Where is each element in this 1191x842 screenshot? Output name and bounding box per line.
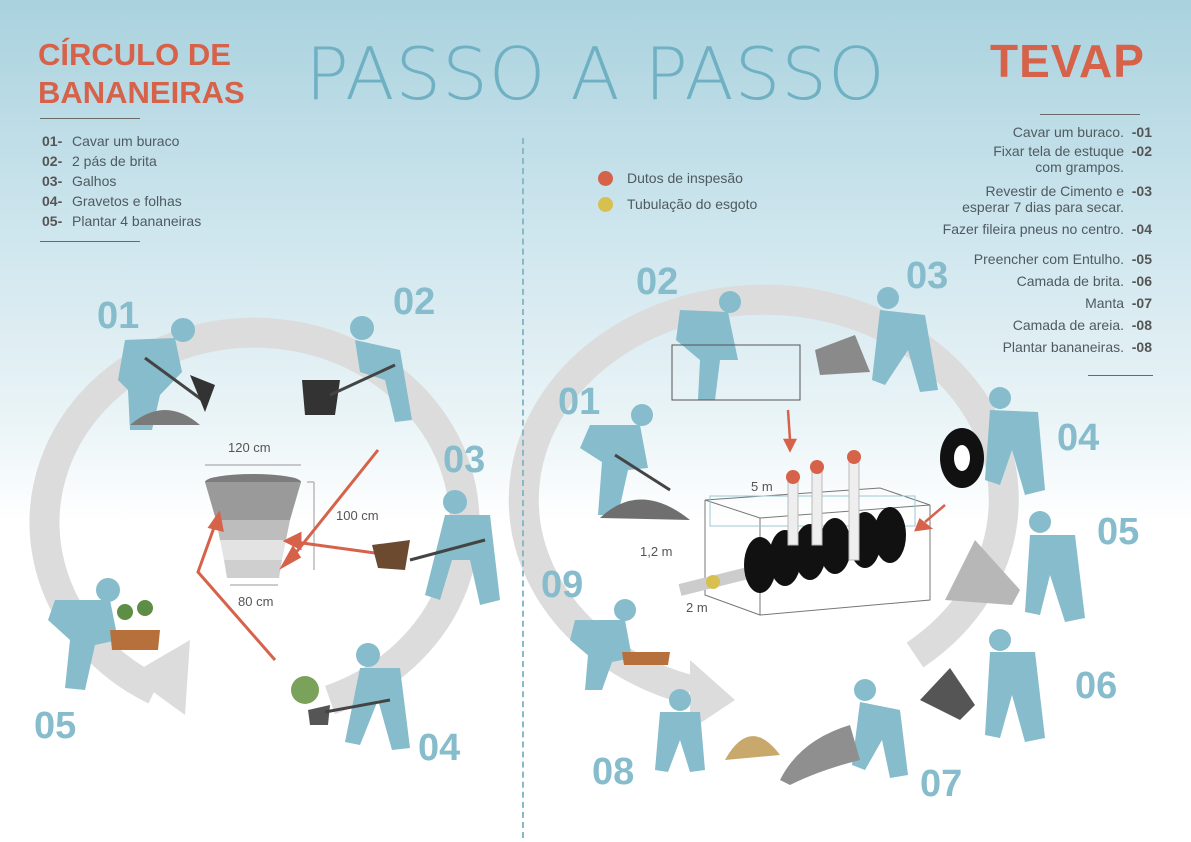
step-text: Camada de brita.	[1016, 273, 1124, 289]
list-item: 04- Gravetos e folhas	[42, 191, 201, 211]
legend-swatch	[598, 196, 613, 212]
right-arrows	[782, 409, 946, 532]
step-number: 03-	[42, 173, 63, 189]
step-text: 2 pás de brita	[72, 153, 157, 169]
step-number-label: 03	[443, 439, 486, 481]
divider-line	[1040, 114, 1140, 115]
step-number-label: 05	[1097, 511, 1140, 553]
step-number: -04	[1131, 221, 1152, 237]
step-number-label: 06	[1075, 665, 1118, 707]
dimension-width: 2 m	[686, 600, 708, 615]
step-number-label: 01	[558, 381, 601, 423]
left-section-title: CÍRCULO DE BANANEIRAS	[38, 36, 245, 112]
step-number: -03	[1131, 183, 1152, 199]
step-number: 04-	[42, 193, 63, 209]
step-number-label: 01	[97, 295, 140, 337]
step-text: Plantar 4 bananeiras	[72, 213, 202, 229]
pit-cone	[205, 464, 315, 586]
step-number: -08	[1131, 339, 1152, 355]
section-divider	[522, 138, 524, 838]
list-item: Camada de brita. -06	[900, 273, 1152, 295]
dimension-top: 120 cm	[228, 440, 271, 455]
dimension-length: 5 m	[751, 479, 773, 494]
divider-line	[1088, 375, 1153, 376]
step-number: 02-	[42, 153, 63, 169]
legend: Dutos de inspesão Tubulação do esgoto	[598, 165, 757, 217]
step-number: -06	[1131, 273, 1152, 289]
list-item: 05- Plantar 4 bananeiras	[42, 211, 201, 231]
step-number: -02	[1131, 143, 1152, 159]
left-arrows	[196, 449, 380, 661]
right-steps-list: Cavar um buraco. -01 Fixar tela de estuqu…	[900, 124, 1152, 361]
step-text: Camada de areia.	[1012, 317, 1124, 333]
step-number-label: 04	[1057, 417, 1100, 459]
list-item: 02- 2 pás de brita	[42, 151, 201, 171]
divider-line	[40, 118, 140, 119]
step-number: -08	[1131, 317, 1152, 333]
left-title-line2: BANANEIRAS	[38, 75, 245, 110]
list-item: Cavar um buraco. -01	[900, 124, 1152, 143]
worker-figure	[570, 287, 1085, 778]
step-number: -01	[1131, 124, 1152, 140]
right-props	[600, 335, 1020, 785]
step-text: Revestir de Cimento e esperar 7 dias par…	[962, 183, 1124, 215]
step-text: Cavar um buraco.	[1012, 124, 1124, 140]
step-text: Fazer fileira pneus no centro.	[942, 221, 1124, 237]
list-item: Plantar bananeiras. -08	[900, 339, 1152, 361]
step-number: -07	[1131, 295, 1152, 311]
worker-figure	[48, 316, 500, 750]
left-cycle-ring	[29, 317, 480, 715]
step-number-label: 03	[906, 255, 949, 297]
step-text: Gravetos e folhas	[72, 193, 182, 209]
legend-swatch	[598, 170, 613, 186]
step-number: 05-	[42, 213, 63, 229]
list-item: Fazer fileira pneus no centro. -04	[900, 221, 1152, 251]
legend-label: Dutos de inspesão	[627, 170, 743, 186]
page-title-text: PASSO A PASSO	[305, 32, 886, 116]
dimension-height: 100 cm	[336, 508, 379, 523]
step-text: Cavar um buraco	[72, 133, 180, 149]
legend-label: Tubulação do esgoto	[627, 196, 758, 212]
list-item: 01- Cavar um buraco	[42, 131, 201, 151]
step-text: Preencher com Entulho.	[973, 251, 1124, 267]
step-number-label: 02	[636, 261, 679, 303]
inspection-pipes	[786, 450, 861, 561]
step-number-label: 09	[541, 564, 584, 606]
list-item: Camada de areia. -08	[900, 317, 1152, 339]
left-steps-list: 01- Cavar um buraco 02- 2 pás de brita 03-…	[42, 131, 201, 231]
left-props	[110, 356, 486, 725]
step-text: Plantar bananeiras.	[1002, 339, 1124, 355]
step-number-label: 04	[418, 727, 461, 769]
step-number: -05	[1131, 251, 1152, 267]
step-text: Fixar tela de estuque com grampos.	[993, 143, 1124, 175]
legend-item: Tubulação do esgoto	[598, 191, 757, 217]
step-number: 01-	[42, 133, 63, 149]
right-section-title: TEVAP	[990, 35, 1145, 87]
step-number-label: 08	[592, 751, 635, 793]
step-number-label: 05	[34, 705, 77, 747]
list-item: Fixar tela de estuque com grampos. -02	[900, 143, 1152, 183]
tires	[744, 507, 906, 593]
divider-line	[40, 241, 140, 242]
page-title: PASSO A PASSO	[0, 30, 1191, 118]
list-item: Revestir de Cimento e esperar 7 dias par…	[900, 183, 1152, 221]
dimension-bottom: 80 cm	[238, 594, 274, 609]
step-number-label: 02	[393, 281, 436, 323]
dimension-height: 1,2 m	[640, 544, 673, 559]
legend-item: Dutos de inspesão	[598, 165, 757, 191]
step-text: Manta	[1085, 295, 1124, 311]
list-item: Preencher com Entulho. -05	[900, 251, 1152, 273]
list-item: Manta -07	[900, 295, 1152, 317]
step-number-label: 07	[920, 763, 963, 805]
step-text: Galhos	[72, 173, 117, 189]
list-item: 03- Galhos	[42, 171, 201, 191]
left-title-line1: CÍRCULO DE	[38, 37, 231, 72]
